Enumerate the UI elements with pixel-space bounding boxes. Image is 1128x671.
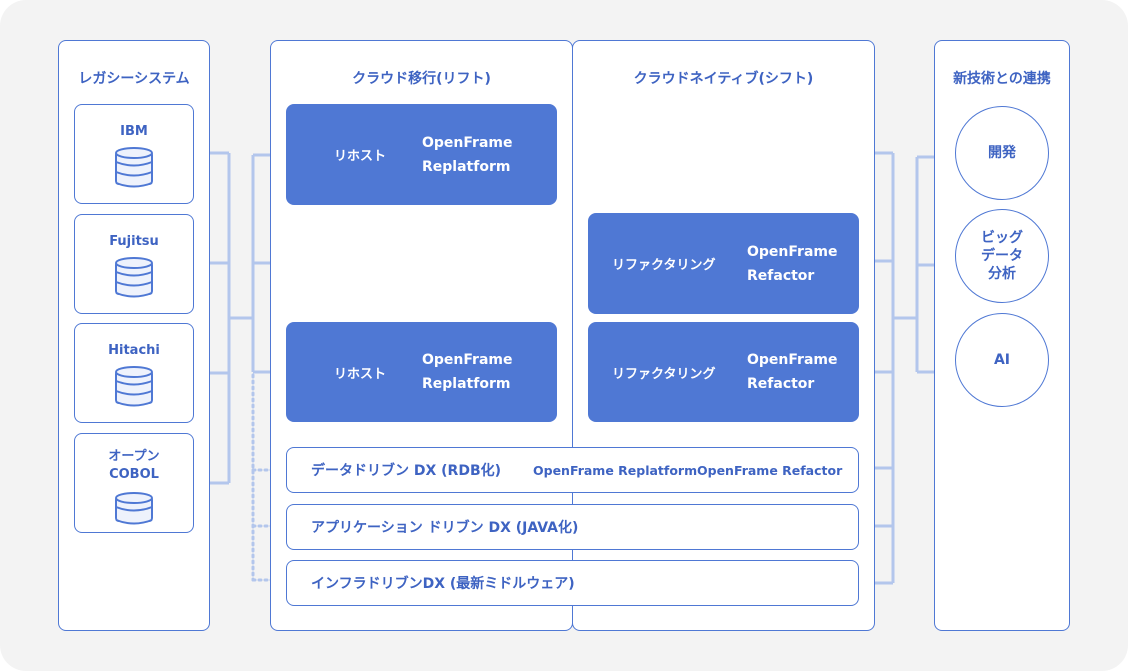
legacy-system-label: Fujitsu [109,234,159,249]
dx-row-infra-driven: インフラドリブンDX (最新ミドルウェア) [286,560,859,606]
rehost-label: リホスト [334,366,387,382]
database-icon [115,147,153,188]
lift-title: クラウド移行(リフト) [352,71,491,87]
newtech-bigdata: ビッグ データ 分析 [955,209,1049,303]
legacy-system-label: オープン COBOL [108,449,160,482]
product-line-1: OpenFrame [422,352,513,368]
dx-row-replatform-label: OpenFrame Replatform [533,462,698,478]
legacy-system-ibm: IBM [74,104,194,204]
product-line-2: Replatform [422,158,511,175]
rehost-label: リホスト [334,149,387,164]
database-icon [115,257,153,298]
product-line-2: Refactor [747,267,815,284]
dx-row-data-driven: データドリブン DX (RDB化) OpenFrame Replatform O… [286,447,859,493]
refactoring-label: リファクタリング [612,258,716,273]
legacy-system-hitachi: Hitachi [74,323,194,423]
legacy-system-cobol: オープン COBOL [74,433,194,533]
shift-title: クラウドネイティブ(シフト) [633,71,814,87]
newtech-ai: AI [955,313,1049,407]
legacy-system-label: Hitachi [108,343,160,358]
legacy-system-fujitsu: Fujitsu [74,214,194,314]
legacy-title: レガシーシステム [78,71,190,87]
dx-row-label: データドリブン DX (RDB化) [311,463,502,479]
product-line-1: OpenFrame [747,352,838,368]
dx-row-label: インフラドリブンDX (最新ミドルウェア) [311,576,575,592]
newtech-development: 開発 [955,106,1049,200]
refactoring-label: リファクタリング [612,366,716,382]
product-line-1: OpenFrame [422,134,513,151]
database-icon [115,366,153,407]
database-icon [115,492,153,525]
product-line-1: OpenFrame [747,243,838,260]
legacy-system-label: IBM [120,124,148,139]
dx-row-label: アプリケーション ドリブン DX (JAVA化) [311,520,579,536]
dx-row-application-driven: アプリケーション ドリブン DX (JAVA化) [286,504,859,550]
dx-row-refactor-label: OpenFrame Refactor [697,462,843,478]
newtech-title: 新技術との連携 [953,71,1051,87]
product-line-2: Replatform [422,376,511,392]
product-line-2: Refactor [747,376,815,392]
